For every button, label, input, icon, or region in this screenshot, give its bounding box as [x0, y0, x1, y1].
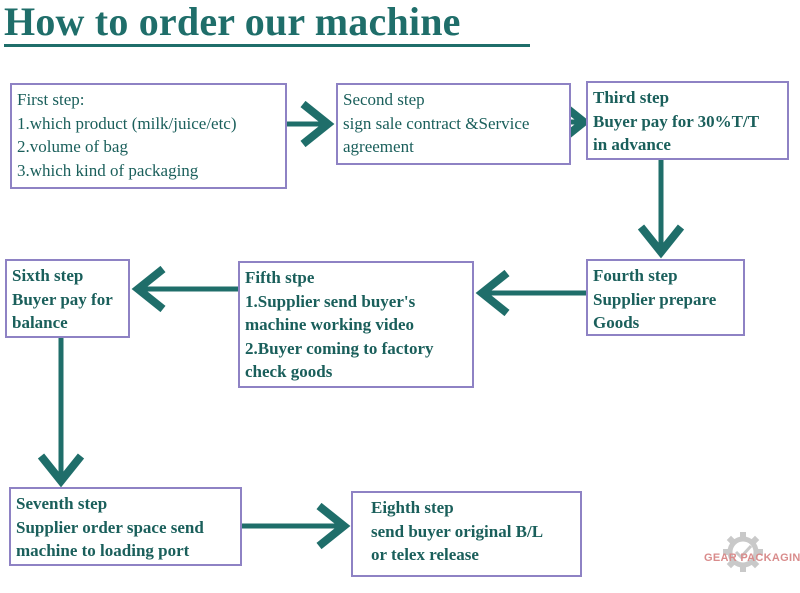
step-3-line-2: in advance [593, 135, 671, 154]
step-5-line-3: 2.Buyer coming to factory [245, 338, 434, 358]
step-2-title: Second step [343, 90, 425, 109]
step-8-line-1: send buyer original B/L [371, 521, 544, 541]
step-1-line-1: 1.which product (milk/juice/etc) [17, 113, 237, 133]
step-1-box: First step: 1.which product (milk/juice/… [10, 83, 287, 189]
step-8-line-2: or telex release [371, 545, 479, 564]
step-1-line-3: 3.which kind of packaging [17, 160, 199, 180]
step-5-line-1: 1.Supplier send buyer's [245, 291, 416, 311]
step-3-title: Third step [593, 88, 670, 107]
step-5-line-2: machine working video [245, 315, 415, 334]
step-4-title: Fourth step [593, 266, 678, 285]
step-4-line-2: Goods [593, 313, 640, 332]
step-6-box: Sixth step Buyer pay for balance [5, 259, 130, 338]
step-6-title: Sixth step [12, 266, 84, 285]
step-7-line-2: machine to loading port [16, 541, 190, 560]
step-7-box: Seventh step Supplier order space send m… [9, 487, 242, 566]
step-7-title: Seventh step [16, 494, 108, 513]
step-8-box: Eighth step send buyer original B/L or t… [351, 491, 582, 577]
step-7-line-1: Supplier order space send [16, 517, 204, 537]
title-underline [4, 44, 530, 47]
step-5-title: Fifth stpe [245, 268, 315, 287]
step-1-line-2: 2.volume of bag [17, 137, 128, 156]
step-3-line-1: Buyer pay for 30%T/T [593, 111, 760, 131]
step-5-box: Fifth stpe 1.Supplier send buyer's machi… [238, 261, 474, 388]
page-title: How to order our machine [4, 0, 461, 44]
step-2-line-1: sign sale contract &Service [343, 113, 530, 133]
step-8-title: Eighth step [371, 498, 454, 517]
step-4-line-1: Supplier prepare [593, 289, 717, 309]
step-6-line-1: Buyer pay for [12, 289, 113, 309]
watermark-text: GEAR PACKAGING [704, 552, 800, 564]
step-2-line-2: agreement [343, 137, 414, 156]
step-3-box: Third step Buyer pay for 30%T/T in advan… [586, 81, 789, 160]
step-1-title: First step: [17, 90, 85, 109]
gear-icon [723, 532, 763, 572]
step-4-box: Fourth step Supplier prepare Goods [586, 259, 745, 336]
step-6-line-2: balance [12, 313, 68, 332]
step-2-box: Second step sign sale contract &Service … [336, 83, 571, 165]
step-5-line-4: check goods [245, 362, 333, 381]
